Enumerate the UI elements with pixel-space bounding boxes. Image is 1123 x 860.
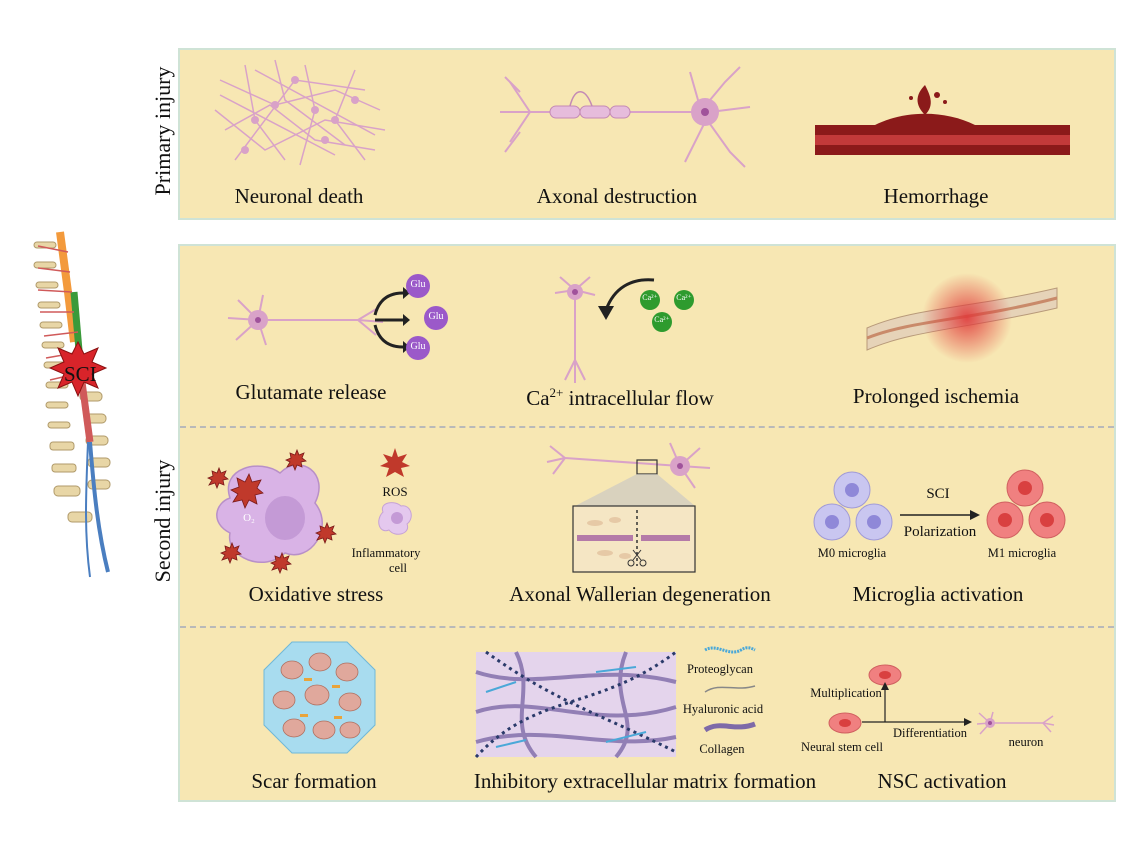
ca-inflow-arrow-icon bbox=[598, 278, 655, 320]
hyaluronic-acid-icon bbox=[704, 685, 756, 693]
proteoglycan-label: Proteoglycan bbox=[687, 662, 753, 676]
nsc-activation-caption: NSC activation bbox=[877, 769, 1007, 793]
row-divider-1 bbox=[180, 426, 1114, 428]
neural-stem-cell-icon bbox=[828, 712, 862, 734]
glu-label-1: Glu bbox=[410, 279, 426, 290]
neuronal-death-caption: Neuronal death bbox=[234, 184, 364, 208]
m1-microglia-icons bbox=[986, 469, 1066, 539]
m1-microglia-label: M1 microglia bbox=[987, 546, 1057, 560]
glutamate-neuron-illustration bbox=[227, 294, 384, 346]
nsc-arrows-icon bbox=[862, 682, 972, 726]
ischemia-illustration bbox=[866, 273, 1058, 363]
sci-burst-icon bbox=[48, 340, 108, 398]
scar-formation-illustration bbox=[263, 641, 376, 754]
ca-ion-icons bbox=[640, 290, 694, 332]
sci-label: SCI bbox=[64, 362, 97, 386]
proteoglycan-icon bbox=[704, 646, 756, 654]
o2-label: O₂ bbox=[243, 512, 255, 524]
ca-superscript: 2+ bbox=[549, 385, 564, 400]
neural-stem-cell-label: Neural stem cell bbox=[801, 740, 883, 754]
neuron-label: neuron bbox=[1008, 735, 1044, 749]
glu-molecule-icons bbox=[406, 274, 448, 360]
oxidative-stress-caption: Oxidative stress bbox=[248, 582, 384, 606]
glutamate-arrows-icon bbox=[373, 287, 410, 353]
inflammatory-cell-label-2: cell bbox=[388, 561, 408, 575]
spine-illustration bbox=[33, 231, 111, 578]
polarization-arrow-icon bbox=[900, 510, 980, 520]
ca-ion-label-1: Ca²⁺ bbox=[642, 293, 658, 302]
scar-formation-caption: Scar formation bbox=[251, 769, 377, 793]
m0-microglia-icons bbox=[813, 471, 893, 541]
polarization-label: Polarization bbox=[903, 524, 977, 540]
collagen-icon bbox=[703, 721, 756, 733]
inflammatory-cell-label-1: Inflammatory bbox=[351, 546, 421, 560]
ca-intracellular-flow-caption: Ca2+ intracellular flow bbox=[526, 385, 714, 411]
neuronal-network-illustration bbox=[214, 59, 386, 166]
ros-star-icon bbox=[380, 448, 410, 477]
glu-label-2: Glu bbox=[428, 311, 444, 322]
wallerian-degeneration-illustration bbox=[546, 442, 711, 573]
ca-ion-label-2: Ca²⁺ bbox=[676, 293, 692, 302]
ca-suffix: intracellular flow bbox=[563, 386, 714, 410]
wallerian-degeneration-caption: Axonal Wallerian degeneration bbox=[509, 582, 771, 606]
microglia-activation-caption: Microglia activation bbox=[852, 582, 1024, 606]
ecm-illustration bbox=[474, 650, 677, 759]
ca-ion-label-3: Ca²⁺ bbox=[654, 315, 670, 324]
sci-arrow-label: SCI bbox=[926, 486, 950, 502]
axonal-destruction-illustration bbox=[500, 66, 751, 168]
oxidative-stress-illustration bbox=[207, 448, 337, 575]
ca-prefix: Ca bbox=[526, 386, 550, 410]
row-divider-2 bbox=[180, 626, 1114, 628]
hemorrhage-caption: Hemorrhage bbox=[883, 184, 989, 208]
ecm-formation-caption: Inhibitory extracellular matrix formatio… bbox=[473, 769, 817, 793]
second-injury-label: Second injury bbox=[150, 459, 175, 583]
collagen-label: Collagen bbox=[699, 742, 745, 756]
glu-label-3: Glu bbox=[410, 341, 426, 352]
glutamate-release-caption: Glutamate release bbox=[235, 380, 387, 404]
differentiation-label: Differentiation bbox=[892, 726, 968, 740]
ros-label: ROS bbox=[382, 484, 408, 499]
nsc-multiplied-cell-icon bbox=[868, 664, 902, 686]
ca-neuron-illustration bbox=[554, 276, 596, 383]
hemorrhage-illustration bbox=[815, 85, 1070, 155]
inflammatory-cell-icon bbox=[378, 502, 412, 535]
hyaluronic-acid-label: Hyaluronic acid bbox=[682, 702, 764, 716]
differentiated-neuron-icon bbox=[976, 711, 1055, 735]
prolonged-ischemia-caption: Prolonged ischemia bbox=[852, 384, 1020, 408]
m0-microglia-label: M0 microglia bbox=[817, 546, 887, 560]
axonal-destruction-caption: Axonal destruction bbox=[536, 184, 698, 208]
multiplication-label: Multiplication bbox=[810, 686, 882, 700]
primary-injury-label: Primary injury bbox=[150, 66, 175, 196]
